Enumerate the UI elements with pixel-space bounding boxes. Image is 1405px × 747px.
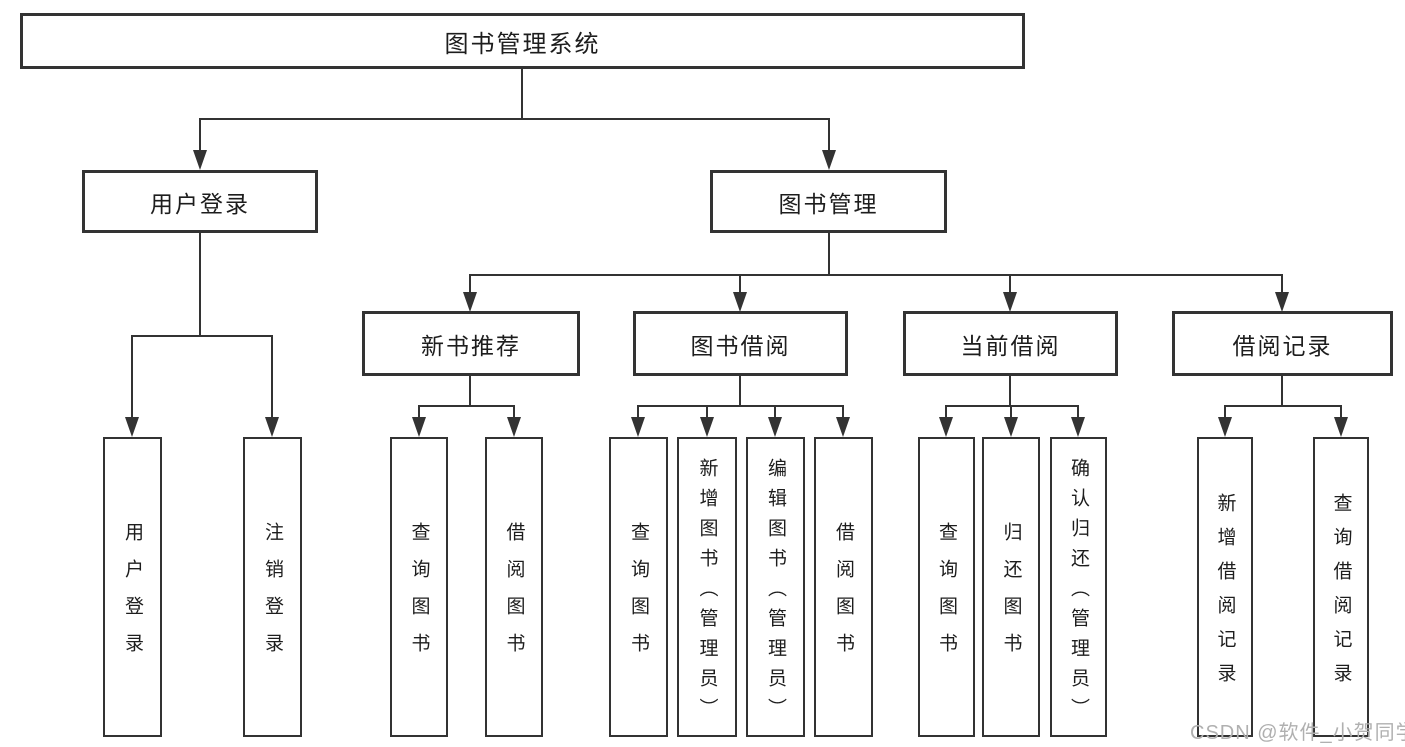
connector-drop-user-login [199,118,201,152]
node-new-book-recommend: 新书推荐 [362,311,580,376]
connector-new-books-trunk [469,376,471,407]
connector-book-borrow-bar [637,405,844,407]
arrowhead-down-icon [700,417,714,437]
node-book-borrow: 图书借阅 [633,311,848,376]
connector-user-login-trunk [199,233,201,337]
leaf-label: 确认归还（管理员） [1068,457,1089,728]
connector-current-borrow-bar [945,405,1079,407]
arrowhead-down-icon [265,417,279,437]
connector-drop-book-borrow [739,274,741,294]
connector-drop-leaf [1077,405,1079,419]
connector-drop-leaf [774,405,776,419]
connector-drop-leaf [1010,405,1012,419]
watermark-text: CSDN @软件_小贺同学 [1190,722,1405,744]
leaf-label: 新增借阅记录 [1214,492,1236,697]
connector-drop-new-books [469,274,471,294]
arrowhead-down-icon [822,150,836,170]
leaf-query-books-borrow: 查询图书 [609,437,668,737]
arrowhead-down-icon [125,417,139,437]
leaf-confirm-return-admin: 确认归还（管理员） [1050,437,1107,737]
connector-drop-leaf [706,405,708,419]
leaf-label: 查询图书 [936,522,957,670]
leaf-logout: 注销登录 [243,437,302,737]
connector-drop-leaf [418,405,420,419]
leaf-label: 查询图书 [628,522,649,670]
leaf-label: 注销登录 [262,522,283,670]
arrowhead-down-icon [631,417,645,437]
connector-drop-leaf [1224,405,1226,419]
node-current-borrow: 当前借阅 [903,311,1118,376]
connector-drop-borrow-records [1281,274,1283,294]
arrowhead-down-icon [1004,417,1018,437]
leaf-label: 用户登录 [122,522,143,670]
connector-drop-leaf [131,335,133,419]
leaf-borrow-books: 借阅图书 [814,437,873,737]
connector-user-login-bar [131,335,273,337]
arrowhead-down-icon [1334,417,1348,437]
arrowhead-down-icon [939,417,953,437]
node-root: 图书管理系统 [20,13,1025,69]
connector-root-bar [199,118,830,120]
connector-borrow-records-bar [1224,405,1342,407]
connector-drop-leaf [513,405,515,419]
arrowhead-down-icon [193,150,207,170]
arrowhead-down-icon [836,417,850,437]
leaf-user-login: 用户登录 [103,437,162,737]
connector-drop-current-borrow [1009,274,1011,294]
node-book-management: 图书管理 [710,170,947,233]
connector-borrow-records-trunk [1281,376,1283,407]
leaf-return-books: 归还图书 [982,437,1040,737]
leaf-label: 查询借阅记录 [1330,492,1352,697]
connector-root-trunk [521,69,523,120]
connector-current-borrow-trunk [1009,376,1011,407]
leaf-query-borrow-record: 查询借阅记录 [1313,437,1369,737]
connector-drop-leaf [842,405,844,419]
leaf-label: 借阅图书 [503,522,525,670]
connector-new-books-bar [418,405,514,407]
leaf-query-books-current: 查询图书 [918,437,975,737]
arrowhead-down-icon [1218,417,1232,437]
connector-book-mgmt-trunk [828,233,830,276]
arrowhead-down-icon [768,417,782,437]
leaf-label: 归还图书 [1000,522,1022,670]
leaf-add-books-admin: 新增图书（管理员） [677,437,737,737]
connector-book-borrow-trunk [739,376,741,407]
connector-drop-leaf [1340,405,1342,419]
leaf-edit-books-admin: 编辑图书（管理员） [746,437,805,737]
leaf-query-books-recommend: 查询图书 [390,437,448,737]
arrowhead-down-icon [733,292,747,312]
leaf-label: 查询图书 [408,522,430,670]
leaf-label: 借阅图书 [833,522,854,670]
arrowhead-down-icon [412,417,426,437]
arrowhead-down-icon [1003,292,1017,312]
arrowhead-down-icon [507,417,521,437]
leaf-borrow-books-recommend: 借阅图书 [485,437,543,737]
connector-drop-leaf [637,405,639,419]
arrowhead-down-icon [1275,292,1289,312]
node-borrow-records: 借阅记录 [1172,311,1393,376]
connector-drop-leaf [271,335,273,419]
connector-book-mgmt-bar [469,274,1283,276]
leaf-add-borrow-record: 新增借阅记录 [1197,437,1253,737]
node-user-login: 用户登录 [82,170,318,233]
leaf-label: 新增图书（管理员） [696,457,718,728]
leaf-label: 编辑图书（管理员） [765,457,786,728]
arrowhead-down-icon [463,292,477,312]
connector-drop-book-mgmt [828,118,830,152]
connector-drop-leaf [945,405,947,419]
arrowhead-down-icon [1071,417,1085,437]
